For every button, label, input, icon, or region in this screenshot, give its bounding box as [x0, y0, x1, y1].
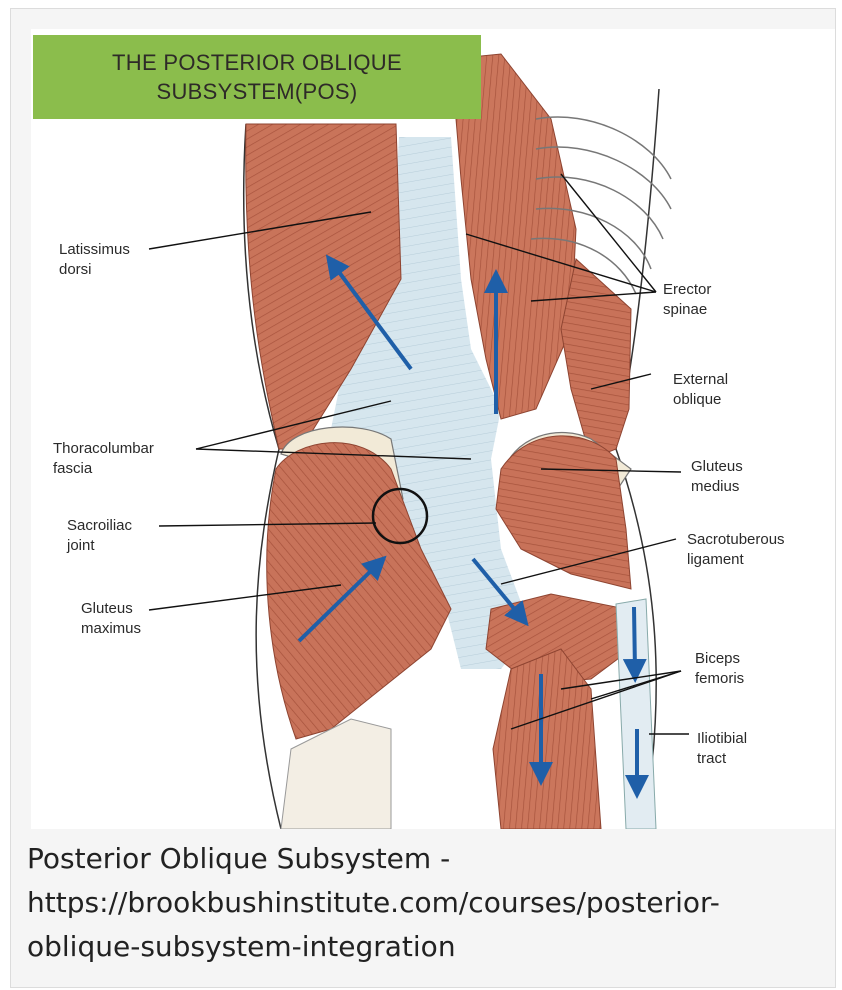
label-line: Erector: [663, 280, 711, 300]
anatomy-figure: THE POSTERIOR OBLIQUE SUBSYSTEM(POS) Lat…: [31, 29, 835, 829]
label-latissimus-dorsi: Latissimus dorsi: [59, 240, 130, 280]
label-sacrotuberous-ligament: Sacrotuberous ligament: [687, 530, 785, 570]
label-biceps-femoris: Biceps femoris: [695, 649, 744, 689]
label-line: tract: [697, 749, 747, 769]
label-line: Sacrotuberous: [687, 530, 785, 550]
label-line: fascia: [53, 459, 154, 479]
image-card: THE POSTERIOR OBLIQUE SUBSYSTEM(POS) Lat…: [10, 8, 836, 988]
title-line-2: SUBSYSTEM(POS): [156, 77, 357, 106]
label-line: oblique: [673, 390, 728, 410]
label-line: Gluteus: [691, 457, 743, 477]
caption-line-1: Posterior Oblique Subsystem -: [27, 837, 827, 881]
gluteus-medius-shape: [496, 436, 631, 589]
label-thoracolumbar-fascia: Thoracolumbar fascia: [53, 439, 154, 479]
label-line: femoris: [695, 669, 744, 689]
label-erector-spinae: Erector spinae: [663, 280, 711, 320]
label-line: External: [673, 370, 728, 390]
label-gluteus-medius: Gluteus medius: [691, 457, 743, 497]
caption-line-2: https://brookbushinstitute.com/courses/p…: [27, 881, 827, 925]
label-line: medius: [691, 477, 743, 497]
label-line: joint: [67, 536, 132, 556]
external-oblique-shape: [561, 259, 631, 459]
label-line: Iliotibial: [697, 729, 747, 749]
label-line: maximus: [81, 619, 141, 639]
diagram-title: THE POSTERIOR OBLIQUE SUBSYSTEM(POS): [33, 35, 481, 119]
label-line: dorsi: [59, 260, 130, 280]
label-gluteus-maximus: Gluteus maximus: [81, 599, 141, 639]
label-external-oblique: External oblique: [673, 370, 728, 410]
label-line: Biceps: [695, 649, 744, 669]
label-line: Gluteus: [81, 599, 141, 619]
label-line: Latissimus: [59, 240, 130, 260]
label-line: ligament: [687, 550, 785, 570]
label-iliotibial-tract: Iliotibial tract: [697, 729, 747, 769]
label-line: spinae: [663, 300, 711, 320]
label-line: Sacroiliac: [67, 516, 132, 536]
title-line-1: THE POSTERIOR OBLIQUE: [112, 48, 402, 77]
label-line: Thoracolumbar: [53, 439, 154, 459]
label-sacroiliac-joint: Sacroiliac joint: [67, 516, 132, 556]
caption-line-3: oblique-subsystem-integration: [27, 925, 827, 969]
anatomy-illustration: [31, 29, 835, 829]
image-caption: Posterior Oblique Subsystem - https://br…: [27, 837, 827, 969]
